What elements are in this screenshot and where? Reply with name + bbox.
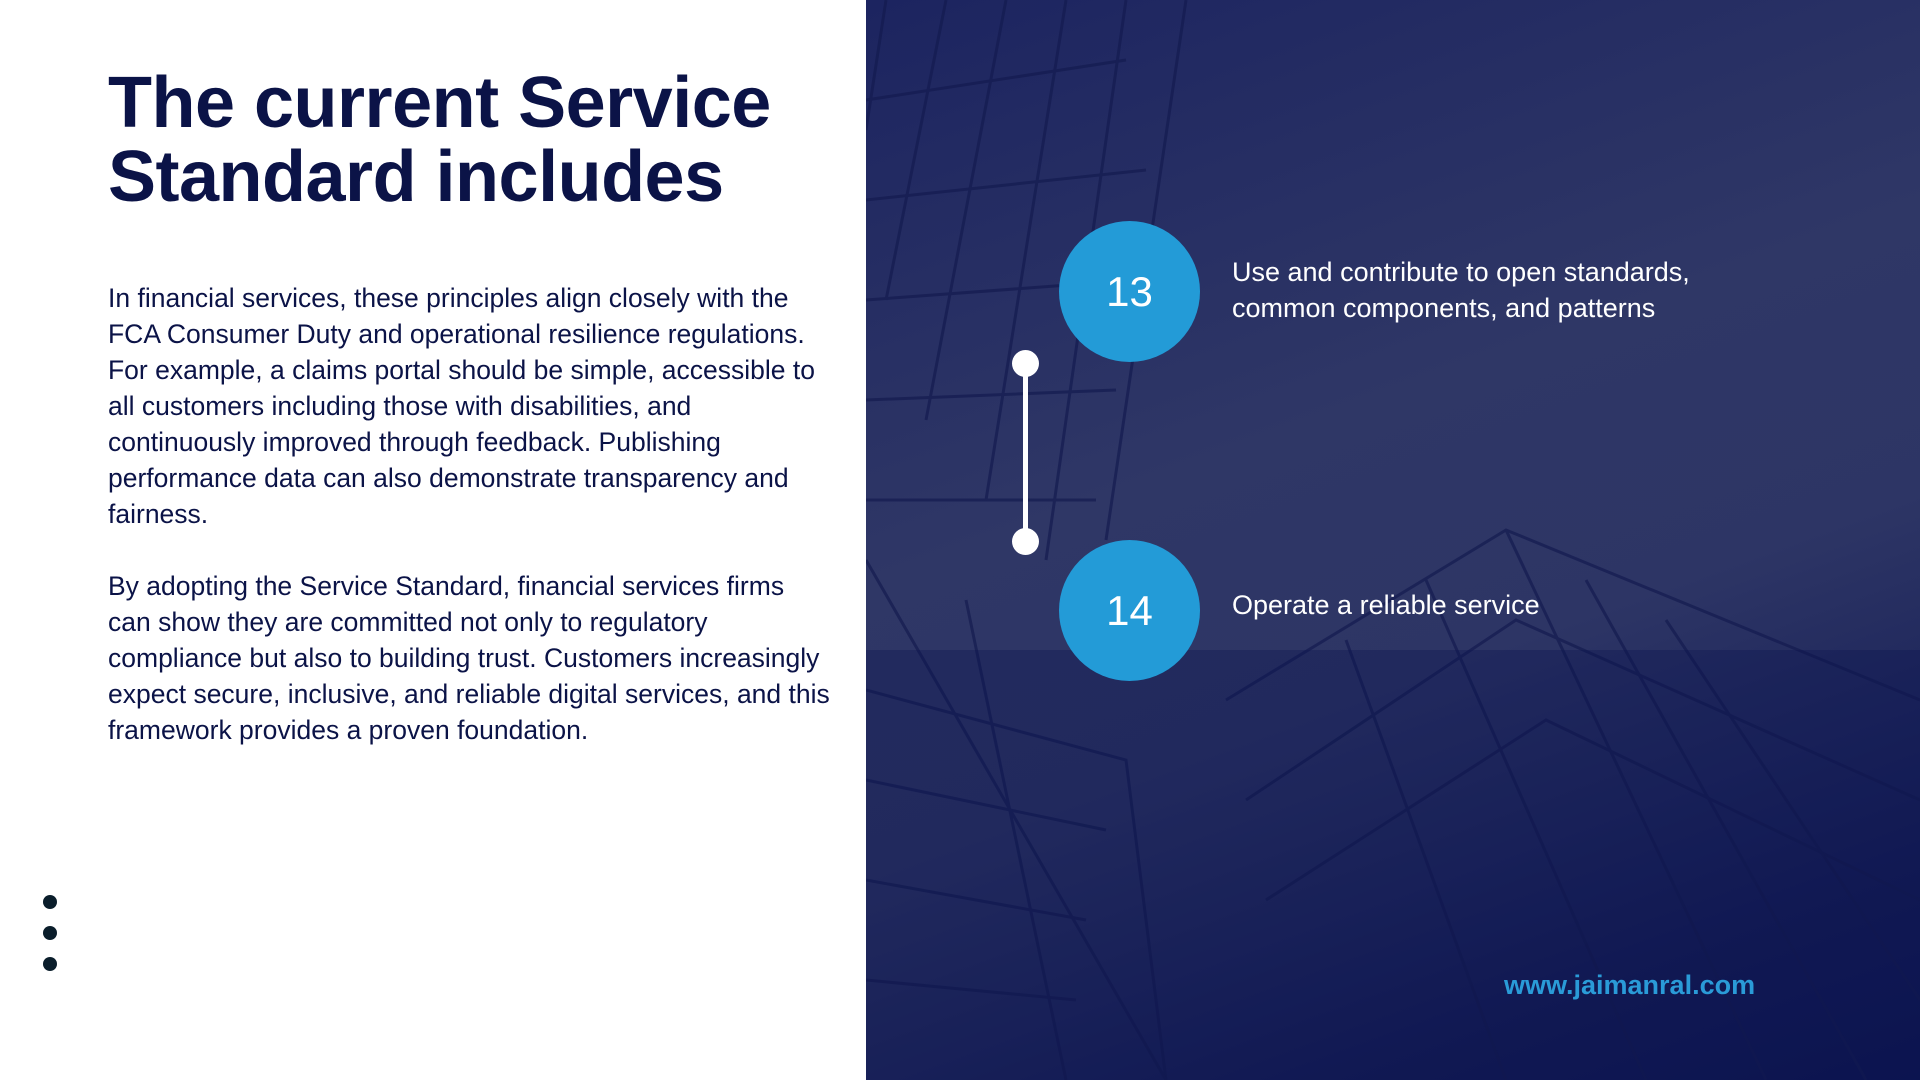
step-14-badge: 14	[1059, 540, 1200, 681]
slide-title: The current Service Standard includes	[108, 63, 771, 217]
text-panel: The current Service Standard includes In…	[0, 0, 866, 1080]
paragraph: In financial services, these principles …	[108, 283, 815, 529]
step-14-text: Operate a reliable service	[1232, 590, 1540, 620]
website-link[interactable]: www.jaimanral.com	[1504, 970, 1756, 1000]
body-text: In financial services, these principles …	[108, 280, 833, 784]
step-13-text: Use and contribute to open standards, co…	[1232, 257, 1690, 323]
timeline-node	[1012, 350, 1039, 377]
step-13-badge: 13	[1059, 221, 1200, 362]
timeline-connector	[1023, 364, 1028, 542]
vertical-dots-icon	[43, 895, 57, 988]
timeline-node	[1012, 528, 1039, 555]
paragraph: By adopting the Service Standard, financ…	[108, 571, 830, 745]
building-background-image	[866, 0, 1920, 1080]
image-panel: 13 Use and contribute to open standards,…	[866, 0, 1920, 1080]
